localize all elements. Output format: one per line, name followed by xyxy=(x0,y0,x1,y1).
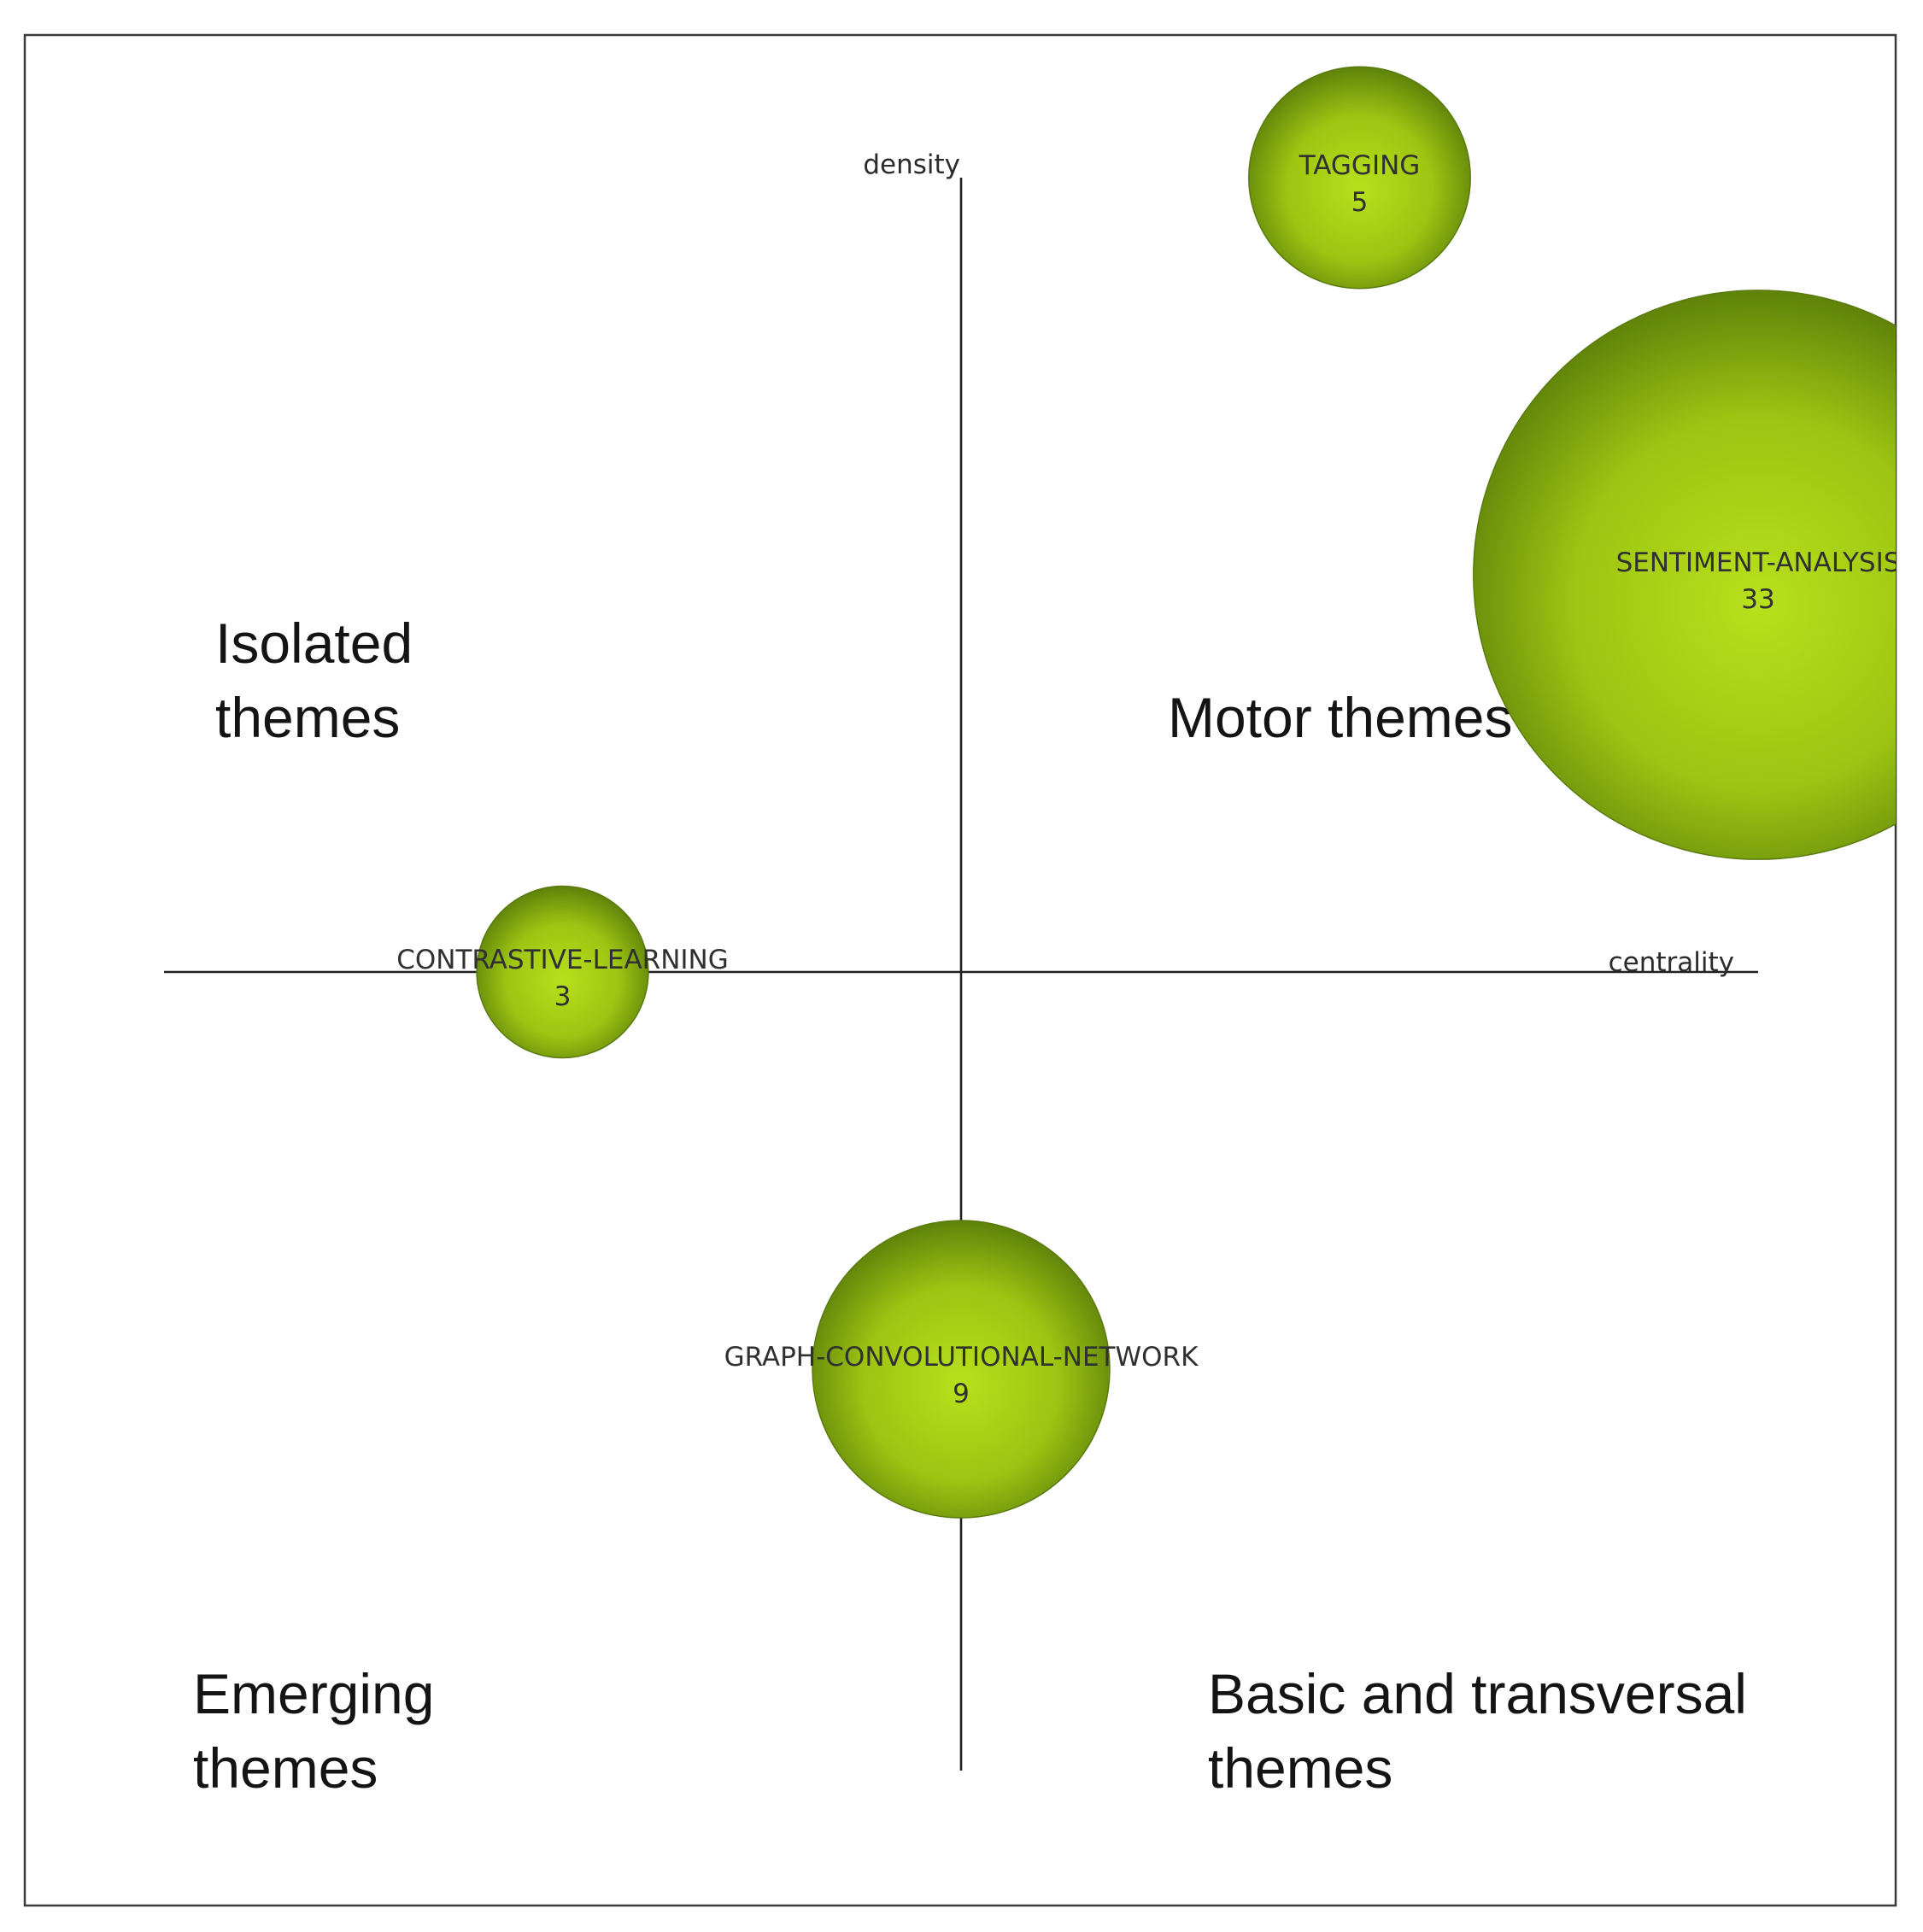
quadrant-label-top-right-line1: Motor themes xyxy=(1168,686,1512,749)
bubble-circle[interactable] xyxy=(812,1220,1111,1519)
quadrant-label-bottom-left-line1: Emerging xyxy=(193,1662,434,1725)
quadrant-label-bottom-right-line1: Basic and transversal xyxy=(1208,1662,1747,1725)
y-axis-label: density xyxy=(863,149,960,180)
bubble-circle[interactable] xyxy=(476,885,649,1059)
bubble-name-label: CONTRASTIVE-LEARNING xyxy=(396,945,729,975)
bubble-circle[interactable] xyxy=(1248,66,1471,290)
quadrant-label-top-left: Isolated themes xyxy=(215,612,429,749)
bubble-tagging[interactable]: TAGGING 5 xyxy=(1248,66,1471,290)
quadrant-label-bottom-left: Emerging themes xyxy=(193,1662,450,1800)
bubble-name-label: SENTIMENT-ANALYSIS xyxy=(1616,547,1901,578)
quadrant-label-top-left-line2: themes xyxy=(215,686,400,749)
bubble-value-label: 5 xyxy=(1351,187,1369,218)
quadrant-label-bottom-left-line2: themes xyxy=(193,1736,378,1800)
bubble-contrastive-learning[interactable]: CONTRASTIVE-LEARNING 3 xyxy=(396,885,729,1059)
bubble-value-label: 9 xyxy=(953,1379,970,1409)
bubble-name-label: GRAPH-CONVOLUTIONAL-NETWORK xyxy=(724,1342,1199,1373)
quadrant-label-bottom-right-line2: themes xyxy=(1208,1736,1392,1800)
bubble-graph-convolutional-network[interactable]: GRAPH-CONVOLUTIONAL-NETWORK 9 xyxy=(724,1220,1199,1519)
quadrant-label-bottom-right: Basic and transversal themes xyxy=(1208,1662,1762,1800)
bubble-value-label: 33 xyxy=(1741,584,1774,615)
bubble-circle[interactable] xyxy=(1473,290,1923,860)
quadrant-label-top-right: Motor themes xyxy=(1168,686,1512,749)
bubble-value-label: 3 xyxy=(554,981,572,1012)
bubble-sentiment-analysis[interactable]: SENTIMENT-ANALYSIS 33 xyxy=(1473,290,1923,860)
bubble-name-label: TAGGING xyxy=(1299,150,1421,181)
x-axis-label: centrality xyxy=(1609,947,1734,978)
quadrant-label-top-left-line1: Isolated xyxy=(215,612,413,675)
